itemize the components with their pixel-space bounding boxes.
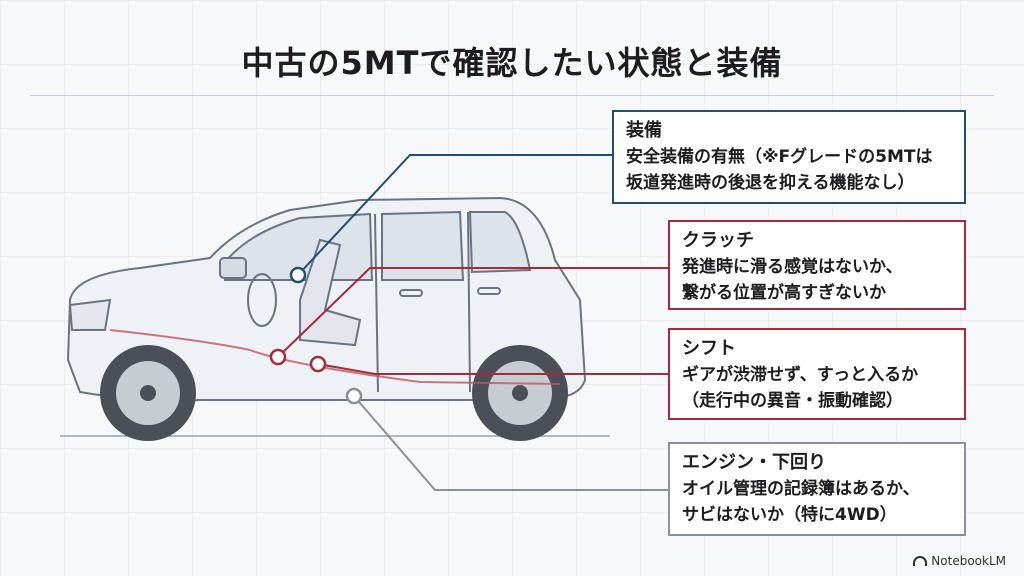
notebooklm-icon — [913, 556, 928, 566]
callout-heading: クラッチ — [682, 230, 754, 251]
callout-shift: シフト ギアが渋滞せず、すっと入るか （走行中の異音・振動確認） — [668, 328, 966, 420]
callout-heading: エンジン・下回り — [682, 452, 826, 473]
callout-clutch: クラッチ 発進時に滑る感覚はないか、 繋がる位置が高すぎないか — [668, 220, 966, 310]
callout-body: 安全装備の有無（※Fグレードの5MTは 坂道発進時の後退を抑える機能なし） — [626, 147, 933, 193]
anchor-shift — [309, 355, 327, 373]
page-title: 中古の5MTで確認したい状態と装備 — [241, 44, 783, 82]
anchor-clutch — [269, 348, 287, 366]
anchor-engine — [345, 387, 363, 405]
callout-heading: シフト — [682, 338, 736, 359]
front-wheel — [100, 345, 196, 441]
drivetrain-line — [109, 329, 561, 385]
callout-engine: エンジン・下回り オイル管理の記録簿はあるか、 サビはないか（特に4WD） — [668, 442, 966, 536]
title-divider — [30, 95, 994, 96]
anchor-equipment — [289, 266, 307, 284]
callout-heading: 装備 — [626, 120, 662, 141]
callout-equipment: 装備 安全装備の有無（※Fグレードの5MTは 坂道発進時の後退を抑える機能なし） — [612, 110, 966, 204]
rear-wheel — [472, 345, 568, 441]
callout-body: オイル管理の記録簿はあるか、 サビはないか（特に4WD） — [682, 479, 920, 525]
car-body — [66, 196, 587, 402]
callout-body: ギアが渋滞せず、すっと入るか （走行中の異音・振動確認） — [682, 365, 919, 411]
leader-lines — [277, 154, 668, 491]
brand-label: NotebookLM — [931, 554, 1006, 568]
callout-body: 発進時に滑る感覚はないか、 繋がる位置が高すぎないか — [682, 257, 903, 303]
brand-watermark: NotebookLM — [913, 554, 1006, 568]
